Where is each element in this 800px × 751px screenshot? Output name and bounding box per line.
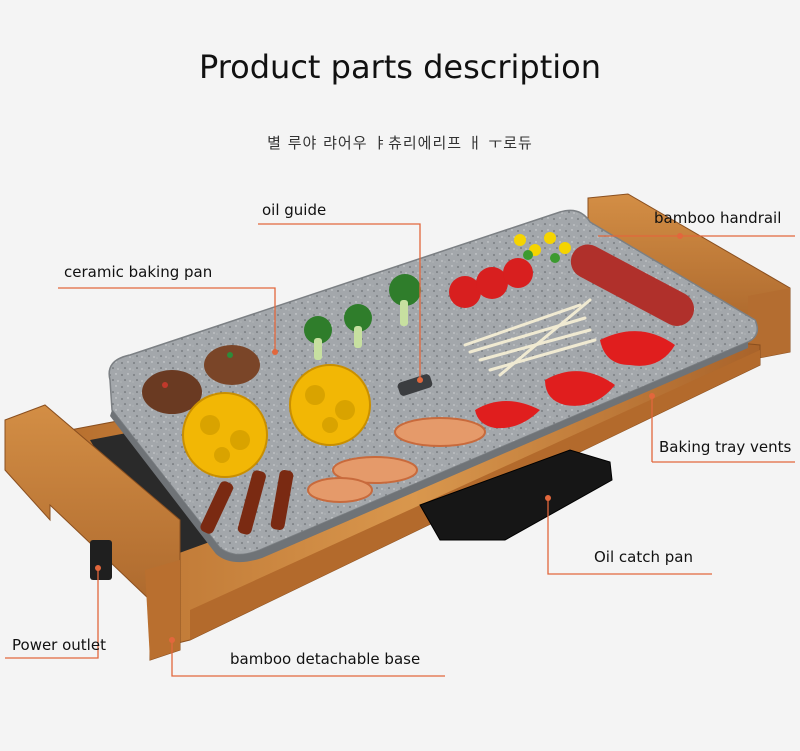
- label-oil-guide: oil guide: [262, 201, 327, 219]
- label-bamboo-handrail: bamboo handrail: [654, 209, 782, 227]
- label-baking-tray-vents: Baking tray vents: [659, 438, 792, 456]
- label-ceramic-baking-pan: ceramic baking pan: [64, 263, 213, 281]
- label-bamboo-detachable-base: bamboo detachable base: [230, 650, 421, 668]
- label-power-outlet: Power outlet: [12, 636, 106, 654]
- oil-catch-tray: [419, 449, 613, 541]
- leader-lines: [5, 223, 795, 677]
- oil-guide-slot: [397, 374, 433, 396]
- ceramic-baking-pan: [108, 209, 759, 556]
- food-items: [142, 232, 695, 535]
- power-outlet: [90, 540, 112, 580]
- label-oil-catch-pan: Oil catch pan: [594, 548, 693, 566]
- page-subtitle: 별 루야 랴어우 ㅑ츄리에리프 ㅐ ㅜ로듀: [267, 134, 533, 152]
- page-title: Product parts description: [198, 48, 602, 86]
